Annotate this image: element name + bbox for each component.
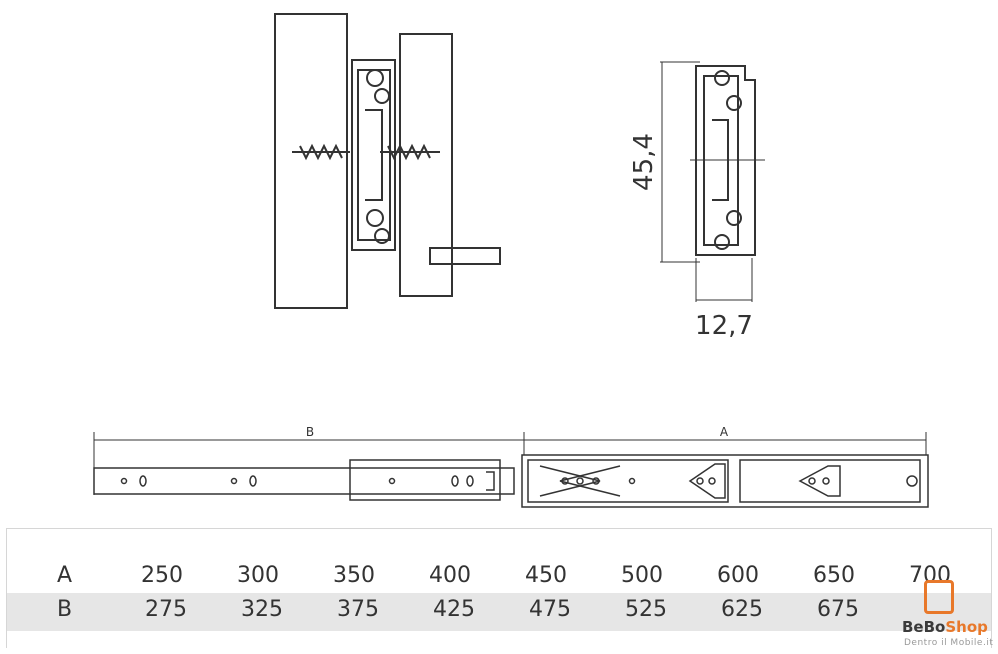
- row-b-label: B: [57, 597, 73, 622]
- height-dimension: [660, 61, 700, 263]
- logo-b-icon: [924, 580, 954, 614]
- row-a-cell: 400: [429, 563, 471, 588]
- width-dimension: [695, 258, 753, 302]
- row-a-cell: 500: [621, 563, 663, 588]
- width-label: 12,7: [695, 311, 753, 341]
- length-a-label: A: [720, 425, 729, 439]
- cabinet-side-panel: [274, 13, 348, 309]
- length-dimension: [93, 432, 927, 495]
- row-a-cell: 250: [141, 563, 183, 588]
- row-a: A 250 300 350 400 450 500 600 650 700: [7, 559, 991, 597]
- screw-left: [292, 143, 350, 161]
- row-a-cell: 600: [717, 563, 759, 588]
- drawer-side-panel: [399, 33, 453, 297]
- logo-tagline: Dentro il Mobile.it: [904, 638, 994, 648]
- logo-name: BeBoShop: [902, 618, 988, 636]
- row-b-cell: 475: [529, 597, 571, 622]
- length-b-label: B: [306, 425, 314, 439]
- row-a-label: A: [57, 563, 73, 588]
- row-b: B 275 325 375 425 475 525 625 675: [7, 593, 991, 631]
- row-b-cell: 425: [433, 597, 475, 622]
- row-b-cell: 325: [241, 597, 283, 622]
- row-b-cell: 375: [337, 597, 379, 622]
- row-b-cell: 275: [145, 597, 187, 622]
- drawer-bottom: [429, 247, 501, 265]
- row-a-cell: 300: [237, 563, 279, 588]
- screw-right: [380, 143, 440, 161]
- row-a-cell: 650: [813, 563, 855, 588]
- row-b-cell: 525: [625, 597, 667, 622]
- row-b-cell: 675: [817, 597, 859, 622]
- row-a-cell: 700: [909, 563, 951, 588]
- bebo-shop-logo: BeBoShop Dentro il Mobile.it: [902, 578, 994, 654]
- row-a-cell: 450: [525, 563, 567, 588]
- row-a-cell: 350: [333, 563, 375, 588]
- height-label: 45,4: [629, 133, 659, 191]
- row-b-cell: 625: [721, 597, 763, 622]
- slide-profile-side: [690, 65, 765, 256]
- size-table: A 250 300 350 400 450 500 600 650 700 B …: [6, 528, 992, 648]
- slide-top-view: [93, 454, 929, 508]
- slide-profile-front: [351, 59, 396, 251]
